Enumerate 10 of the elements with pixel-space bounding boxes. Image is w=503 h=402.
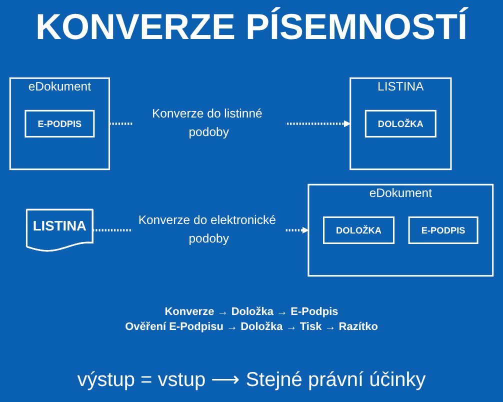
caption: výstup = vstup ⟶ Stejné právní účinky <box>77 368 426 392</box>
node-box: DOLOŽKA <box>323 216 395 244</box>
step-sequence-note: Ověření E-Podpisu → Doložka → Tisk → Razítko <box>125 321 378 333</box>
step-sequence-note: Konverze → Doložka → E-Podpis <box>164 306 338 318</box>
node-box: E-PODPIS <box>24 110 95 138</box>
edge-label: Konverze do elektronické podoby <box>138 214 276 246</box>
node-box: E-PODPIS <box>408 216 478 244</box>
node-box: DOLOŽKA <box>364 110 436 138</box>
title: KONVERZE PÍSEMNOSTÍ <box>35 6 468 48</box>
edge-label: Konverze do listinné podoby <box>152 108 262 140</box>
